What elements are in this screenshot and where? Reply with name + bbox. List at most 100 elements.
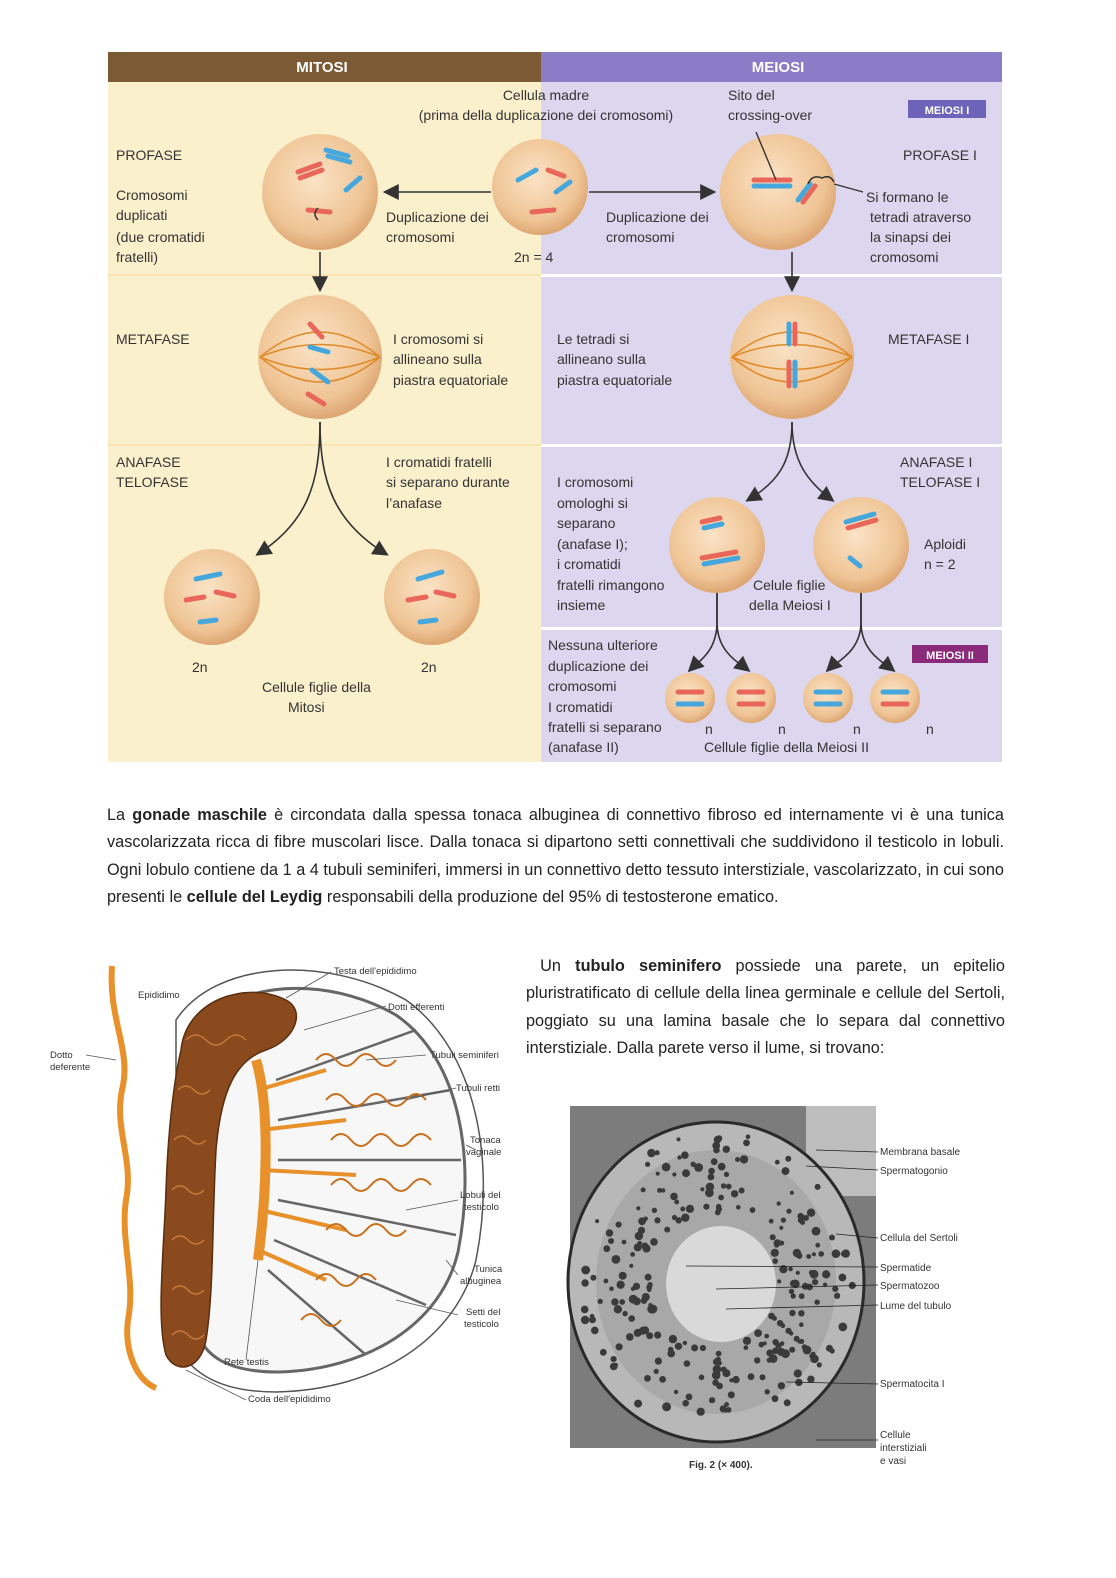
- cell-nucleus: [654, 1331, 662, 1339]
- svg-text:n: n: [853, 721, 861, 737]
- cell-nucleus: [789, 1190, 794, 1195]
- cell-nucleus: [644, 1375, 651, 1382]
- micrograph-caption: Fig. 2 (× 400).: [689, 1460, 753, 1471]
- meiosis2-daughter-cell-3: [803, 673, 853, 723]
- svg-text:2n: 2n: [192, 659, 208, 675]
- meiosis1-badge: [908, 100, 986, 118]
- meiosis-header: MEIOSI: [752, 59, 805, 76]
- svg-text:crossing-over: crossing-over: [728, 107, 812, 123]
- cell-nucleus: [653, 1368, 659, 1374]
- cell-nucleus: [668, 1334, 678, 1344]
- cell-nucleus: [703, 1203, 710, 1210]
- cell-nucleus: [789, 1331, 794, 1336]
- cell-nucleus: [615, 1221, 622, 1228]
- cell-nucleus: [717, 1162, 726, 1171]
- svg-text:piastra equatoriale: piastra equatoriale: [393, 372, 508, 388]
- cell-nucleus: [747, 1373, 755, 1381]
- cell-nucleus: [712, 1379, 719, 1386]
- cell-nucleus: [815, 1242, 821, 1248]
- svg-text:Cellule: Cellule: [880, 1430, 911, 1441]
- cell-nucleus: [644, 1273, 652, 1281]
- cell-nucleus: [696, 1407, 705, 1416]
- svg-text:I cromosomi si: I cromosomi si: [393, 331, 483, 347]
- term-seminiferous-tubule: tubulo seminifero: [575, 957, 722, 975]
- cell-nucleus: [809, 1269, 819, 1279]
- cell-nucleus: [790, 1279, 800, 1289]
- svg-text:2n = 4: 2n = 4: [514, 249, 554, 265]
- cell-nucleus: [831, 1249, 841, 1258]
- cell-nucleus: [630, 1286, 635, 1291]
- svg-text:(anafase II): (anafase II): [548, 739, 619, 755]
- cell-nucleus: [730, 1190, 739, 1198]
- cell-nucleus: [667, 1346, 674, 1353]
- cell-nucleus: [722, 1145, 730, 1153]
- svg-text:Lume del tubulo: Lume del tubulo: [880, 1301, 952, 1312]
- micrograph-labels: Membrana basale Spermatogonio Cellula de…: [689, 1147, 960, 1471]
- cell-nucleus: [735, 1157, 740, 1162]
- vas-deferens: [108, 965, 158, 1391]
- svg-text:omologhi si: omologhi si: [557, 495, 628, 511]
- meiosis2-daughter-cell-4: [870, 673, 920, 723]
- svg-text:cromosomi: cromosomi: [548, 678, 616, 694]
- paragraph-seminiferous-tubule: Un tubulo seminifero possiede una parete…: [526, 957, 1005, 1057]
- meiosis2-badge: [912, 645, 988, 663]
- svg-text:fratelli rimangono: fratelli rimangono: [557, 577, 665, 593]
- svg-text:i cromatidi: i cromatidi: [557, 556, 621, 572]
- svg-text:n: n: [926, 721, 934, 737]
- cell-nucleus: [789, 1346, 796, 1353]
- tunica-vaginalis-outline: [175, 969, 485, 1393]
- cell-nucleus: [681, 1213, 690, 1222]
- meiosis2-daughter-cell-1: [665, 673, 715, 723]
- cell-nucleus: [790, 1293, 796, 1299]
- cell-nucleus: [725, 1407, 732, 1413]
- svg-text:n = 2: n = 2: [924, 556, 956, 572]
- mitosis-meiosis-figure: MITOSI MEIOSI MEIOSI I MEIOSI II: [108, 52, 1002, 762]
- cell-nucleus: [650, 1238, 658, 1246]
- cell-nucleus: [599, 1348, 607, 1356]
- svg-text:Testa dell'epididimo: Testa dell'epididimo: [334, 966, 417, 977]
- cell-nucleus: [781, 1167, 790, 1176]
- cell-nucleus: [818, 1251, 824, 1257]
- cell-nucleus: [611, 1255, 621, 1264]
- svg-text:2n: 2n: [421, 659, 437, 675]
- cell-nucleus: [797, 1212, 804, 1220]
- cell-nucleus: [709, 1398, 714, 1403]
- svg-text:TELOFASE: TELOFASE: [116, 474, 188, 490]
- cell-nucleus: [659, 1376, 666, 1383]
- svg-text:Cellula madre: Cellula madre: [503, 87, 590, 103]
- cell-nucleus: [825, 1272, 831, 1278]
- cell-nucleus: [680, 1206, 686, 1212]
- cell-nucleus: [771, 1315, 777, 1321]
- cell-nucleus: [648, 1304, 658, 1314]
- cell-nucleus: [764, 1333, 770, 1339]
- cell-nucleus: [776, 1201, 781, 1206]
- svg-text:(anafase I);: (anafase I);: [557, 536, 628, 552]
- svg-text:fratelli si separano: fratelli si separano: [548, 719, 662, 735]
- svg-text:Membrana basale: Membrana basale: [880, 1147, 960, 1158]
- cell-nucleus: [789, 1309, 796, 1317]
- cell-nucleus: [777, 1382, 786, 1390]
- svg-text:Celule figlie: Celule figlie: [753, 577, 826, 593]
- cell-nucleus: [798, 1293, 805, 1300]
- cell-nucleus: [785, 1155, 792, 1162]
- cell-nucleus: [714, 1209, 721, 1216]
- svg-text:PROFASE I: PROFASE I: [903, 147, 977, 163]
- cell-nucleus: [662, 1402, 672, 1412]
- cell-nucleus: [637, 1240, 643, 1246]
- cell-nucleus: [661, 1188, 666, 1193]
- cell-nucleus: [591, 1326, 599, 1335]
- svg-text:allineano sulla: allineano sulla: [557, 351, 646, 367]
- cell-nucleus: [670, 1192, 678, 1201]
- svg-text:I cromatidi fratelli: I cromatidi fratelli: [386, 454, 492, 470]
- cell-nucleus: [727, 1391, 735, 1399]
- svg-text:(due cromatidi: (due cromatidi: [116, 229, 205, 245]
- cell-nucleus: [772, 1347, 779, 1355]
- cell-nucleus: [712, 1141, 721, 1150]
- svg-text:la sinapsi dei: la sinapsi dei: [870, 229, 951, 245]
- cell-nucleus: [675, 1217, 682, 1224]
- cell-nucleus: [798, 1310, 805, 1317]
- cell-nucleus: [838, 1322, 848, 1332]
- cell-nucleus: [590, 1274, 597, 1281]
- cell-nucleus: [732, 1375, 740, 1384]
- mitosis-prophase-cell: [262, 134, 378, 250]
